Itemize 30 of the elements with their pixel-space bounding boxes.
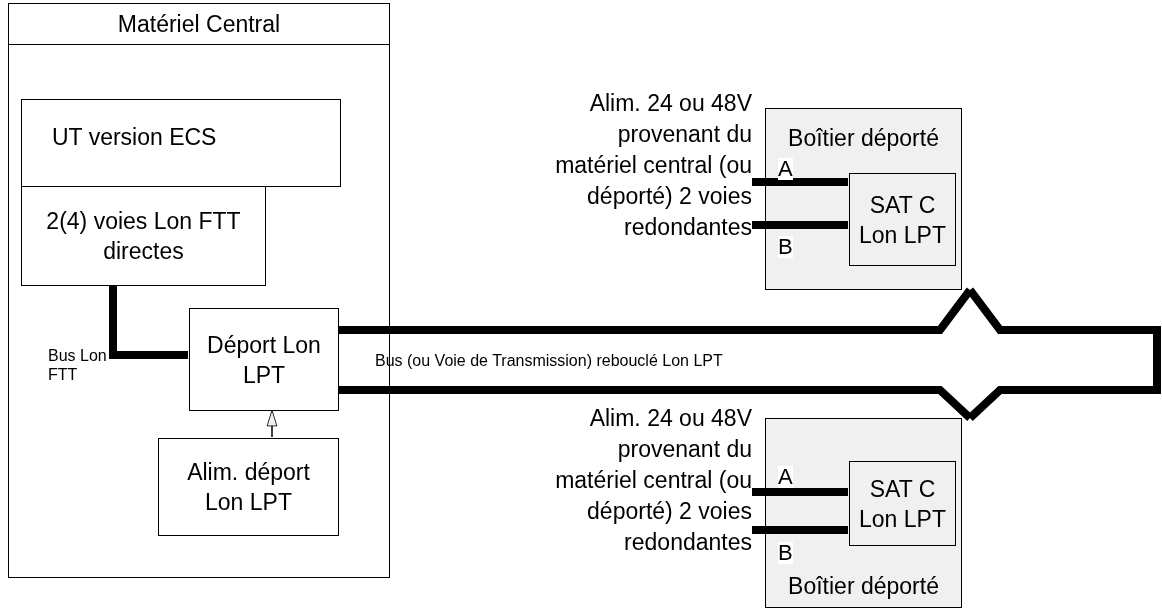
module-box	[849, 461, 956, 546]
note-text: Alim. 24 ou 48V provenant du matériel central (ou déporté) 2 voies redondantes	[554, 89, 752, 242]
box-title: Boîtier déporté	[788, 572, 939, 601]
edge-label: A	[778, 158, 793, 180]
cable-line	[752, 178, 848, 186]
module-box	[849, 173, 956, 266]
box-label: 2(4) voies Lon FTT directes	[45, 207, 242, 266]
box-title: Matériel Central	[9, 4, 389, 45]
box-title: Boîtier déporté	[788, 124, 939, 153]
cable-line	[752, 221, 848, 229]
cable-line	[109, 285, 188, 359]
unit-box	[21, 99, 341, 187]
edge-label: B	[778, 236, 793, 258]
box-label: Alim. déport Lon LPT	[186, 458, 311, 517]
note-text: Alim. 24 ou 48V provenant du matériel central (ou déporté) 2 voies redondantes	[554, 404, 752, 557]
cable-line	[338, 386, 973, 421]
edge-label: Bus Lon FTT	[48, 346, 108, 384]
module-box	[158, 438, 339, 536]
box-label: SAT C Lon LPT	[858, 474, 947, 534]
box-label: SAT C Lon LPT	[858, 190, 947, 250]
cable-line	[752, 488, 848, 496]
edge-label: B	[778, 542, 793, 564]
enclosure-box	[765, 418, 962, 608]
module-box	[189, 308, 339, 411]
enclosure-box	[765, 108, 962, 290]
box-label: UT version ECS	[52, 123, 218, 152]
module-box	[21, 186, 266, 286]
cable-line	[752, 526, 848, 534]
box-label: Déport Lon LPT	[206, 330, 322, 390]
edge-label: A	[778, 466, 793, 488]
